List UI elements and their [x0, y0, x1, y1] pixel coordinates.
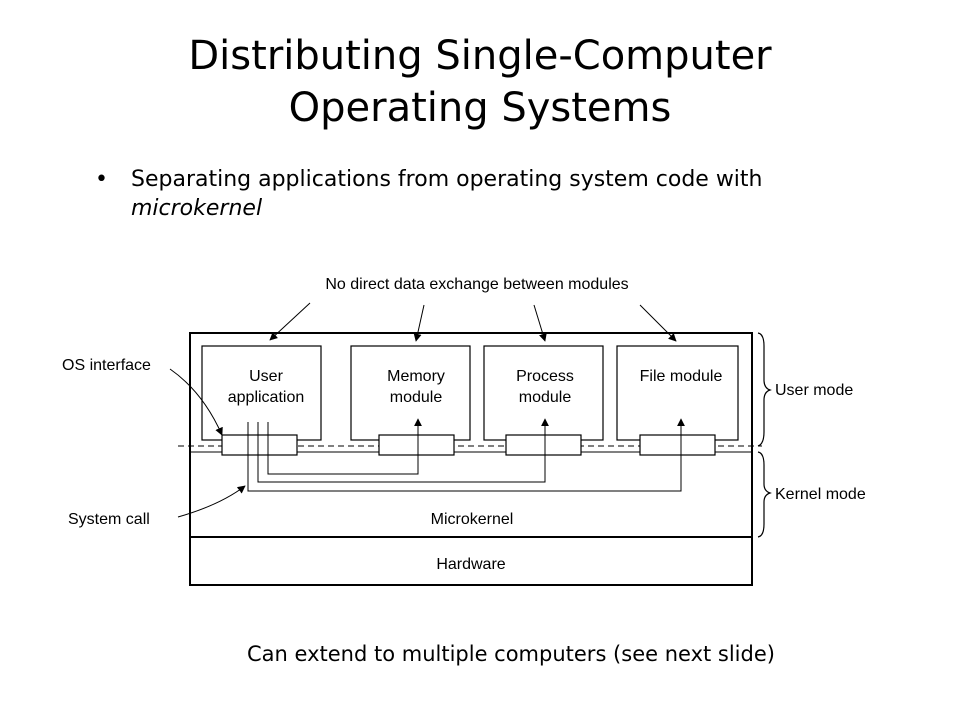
interface-box-user: [221, 434, 298, 456]
kernel-mode-label: Kernel mode: [775, 486, 866, 503]
interface-box-memory: [378, 434, 455, 456]
module-process-line1: Process: [516, 368, 574, 385]
footer-note: Can extend to multiple computers (see ne…: [247, 642, 775, 666]
os-interface-label: OS interface: [62, 357, 151, 374]
title-line-1: Distributing Single-Computer: [188, 33, 772, 79]
diagram-frame: [189, 332, 753, 586]
module-file-line1: File module: [640, 368, 723, 385]
title-line-2: Operating Systems: [288, 85, 672, 131]
bullet-icon: •: [95, 167, 108, 192]
system-call-label: System call: [68, 511, 150, 528]
call-path-memory: [267, 418, 422, 475]
user-mode-label: User mode: [775, 382, 853, 399]
top-arrow-file: [639, 304, 677, 342]
top-arrow-user: [269, 302, 311, 341]
user-mode-brace: [757, 332, 772, 447]
call-path-process: [257, 418, 549, 483]
microkernel-label: Microkernel: [431, 511, 514, 528]
module-memory-line2: module: [390, 389, 443, 406]
slide-title: Distributing Single-Computer Operating S…: [0, 30, 960, 134]
os-interface-pointer: [169, 368, 223, 436]
top-arrow-memory: [413, 304, 425, 342]
system-call-pointer: [177, 485, 246, 518]
module-user-line1: User: [249, 368, 283, 385]
file-module-box: [616, 345, 739, 441]
module-process-line2: module: [519, 389, 572, 406]
top-label: No direct data exchange between modules: [325, 276, 628, 293]
bullet-emphasis-text: microkernel: [131, 196, 263, 221]
interface-box-file: [639, 434, 716, 456]
hardware-label: Hardware: [436, 556, 505, 573]
interface-box-process: [505, 434, 582, 456]
call-path-file: [247, 418, 685, 492]
bullet-main-text: Separating applications from operating s…: [131, 167, 763, 192]
top-arrow-process: [533, 304, 547, 342]
kernel-mode-brace: [757, 451, 772, 538]
module-user-line2: application: [228, 389, 305, 406]
bullet-text: Separating applications from operating s…: [131, 165, 851, 223]
module-memory-line1: Memory: [387, 368, 445, 385]
